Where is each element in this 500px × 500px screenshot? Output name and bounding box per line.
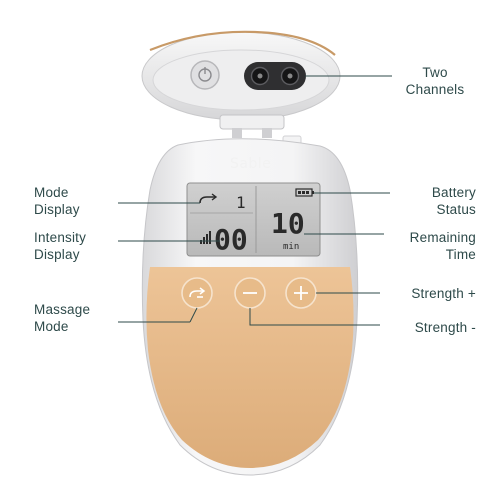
leader-strength-minus [249, 308, 380, 326]
callout-two-channels-line1: Two [422, 65, 448, 80]
callout-intensity-line1: Intensity [34, 230, 87, 245]
electrode-pod [141, 30, 341, 121]
callout-battery-line2: Status [436, 202, 476, 217]
callout-mode-line1: Mode [34, 185, 69, 200]
mode-value: 1 [236, 193, 246, 212]
callout-intensity-line2: Display [34, 247, 80, 262]
massage-mode-button[interactable] [181, 277, 213, 309]
strength-minus-button[interactable] [234, 277, 266, 309]
plus-icon [294, 286, 308, 300]
callout-two-channels: Two Channels [400, 64, 470, 98]
remaining-time-display: 10 min [271, 207, 305, 252]
callout-strength-plus-label: Strength + [411, 286, 476, 301]
intensity-value: 00 [214, 223, 248, 256]
intensity-display: 00 [200, 223, 248, 256]
callout-strength-minus-label: Strength - [414, 320, 476, 335]
time-unit: min [283, 242, 299, 252]
time-value: 10 [271, 207, 305, 240]
callout-remaining-line2: Time [445, 247, 476, 262]
callout-mode-display: Mode Display [34, 184, 114, 218]
lcd-display: 1 00 10 min [186, 182, 321, 257]
callout-massage-line1: Massage [34, 302, 91, 317]
callout-strength-plus: Strength + [382, 285, 476, 302]
callout-massage-mode: Massage Mode [34, 301, 114, 335]
callout-strength-minus: Strength - [384, 319, 476, 336]
callout-massage-line2: Mode [34, 319, 69, 334]
strength-plus-button[interactable] [285, 277, 317, 309]
leader-lines [118, 75, 392, 326]
massage-mode-icon [189, 287, 206, 298]
callout-mode-line2: Display [34, 202, 80, 217]
brand-logo: Sable [230, 156, 271, 172]
callout-battery-status: Battery Status [390, 184, 476, 218]
callout-remaining-time: Remaining Time [384, 229, 476, 263]
callout-remaining-line1: Remaining [409, 230, 476, 245]
power-button[interactable] [190, 60, 220, 90]
callout-battery-line1: Battery [431, 185, 476, 200]
control-panel [146, 267, 354, 468]
callout-intensity-display: Intensity Display [34, 229, 114, 263]
mode-display: 1 [199, 193, 246, 212]
callout-two-channels-line2: Channels [405, 82, 465, 97]
battery-status-icon [295, 188, 314, 197]
